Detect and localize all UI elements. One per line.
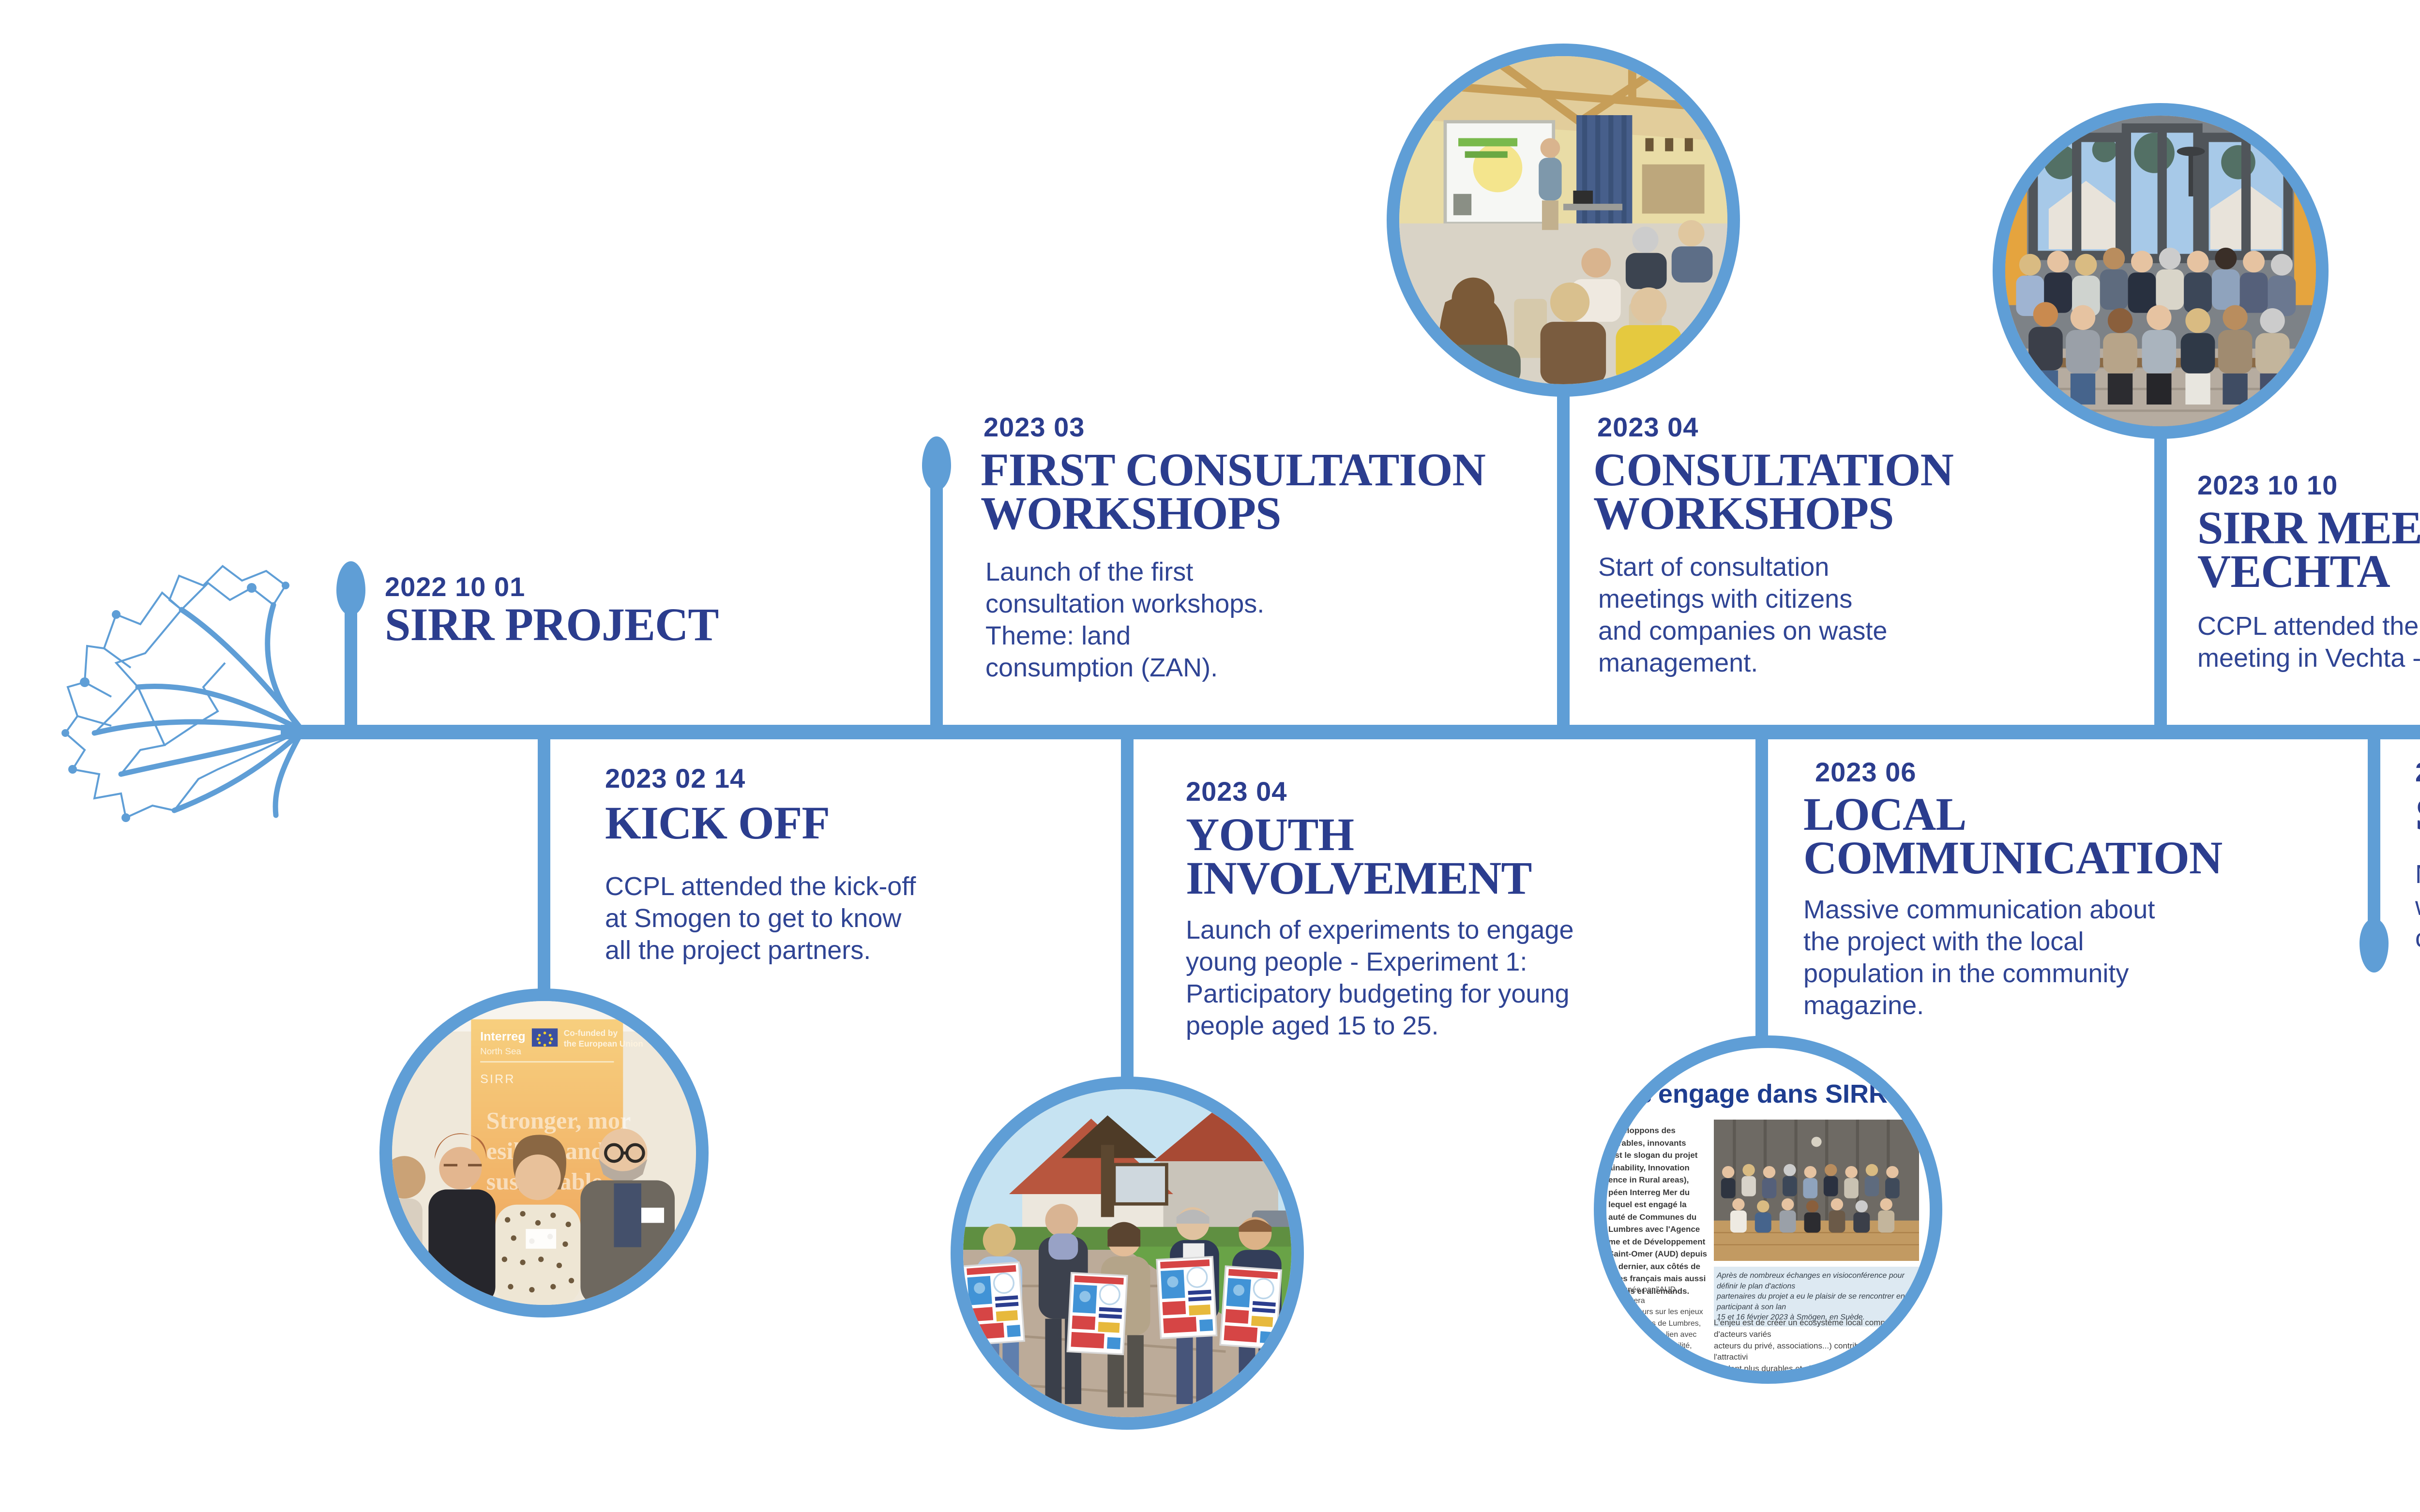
connector-line: [1121, 739, 1134, 1078]
interreg-logo: Interreg North Sea: [1765, 1374, 1813, 1384]
photo-consultation-workshops: [1387, 44, 1740, 397]
newspaper-clipping: s'engage dans SIRR développons des durab…: [1594, 1035, 1942, 1384]
timeline-pin-icon: [336, 561, 365, 615]
event-title: SIRR PROJECT: [385, 599, 719, 650]
timeline-pin-icon: [922, 436, 951, 491]
newspaper-photo-art: [1714, 1120, 1919, 1261]
event-date: 2023 06: [1815, 757, 1917, 787]
newspaper-page: s'engage dans SIRR développons des durab…: [1606, 1048, 1930, 1371]
connector-line: [1755, 739, 1768, 1037]
photo-youth-involvement: [951, 1077, 1304, 1430]
event-date: 2022 10 01: [385, 571, 526, 602]
connector-line: [538, 739, 550, 991]
svg-text:Interreg: Interreg: [480, 1030, 526, 1044]
sirr-logo: SIRR: [1718, 1379, 1752, 1384]
svg-text:North Sea: North Sea: [480, 1046, 521, 1056]
connector-line: [2154, 433, 2167, 725]
connector-line: [1557, 394, 1570, 725]
newspaper-logos: SIRR Interreg North Sea Co-: [1718, 1363, 1908, 1384]
kick-off-photo-art: Interreg North Sea Co-funded by the Euro…: [392, 1001, 696, 1305]
youth-photo-art: [963, 1089, 1291, 1417]
event-description: Launch of the first consultation worksho…: [985, 557, 1265, 682]
logo-divider: [1758, 1377, 1759, 1384]
event-title: FIRST CONSULTATION WORKSHOPS: [981, 444, 1486, 539]
timeline-axis: [281, 725, 2420, 739]
event-title: LOCAL COMMUNICATION: [1803, 788, 2223, 884]
event-date: 2023 10 10: [2197, 470, 2338, 500]
event-title: SIRR WORKING GROUP: [2415, 791, 2420, 837]
event-description: Massive communication about the project …: [1803, 895, 2155, 1020]
event-description: CCPL attended the partnership meeting in…: [2197, 612, 2420, 673]
event-description: Launch of experiments to engage young pe…: [1186, 915, 1574, 1040]
event-title: CONSULTATION WORKSHOPS: [1593, 444, 1954, 539]
eu-cofunded-label: Co-funded by the European Union: [1880, 1363, 1900, 1384]
consultation-photo-art: [1399, 56, 1727, 384]
network-tree-decoration: [61, 565, 305, 822]
photo-kick-off: Interreg North Sea Co-funded by the Euro…: [379, 988, 709, 1317]
event-date: 2023 12 05: [2415, 757, 2420, 787]
newspaper-caption: Après de nombreux échanges en visioconfé…: [1714, 1267, 1928, 1327]
photo-vechta-meeting: [1993, 103, 2329, 439]
timeline-pin-icon: [2360, 918, 2389, 973]
svg-text:Stronger, mor: Stronger, mor: [486, 1107, 631, 1134]
event-title: YOUTH INVOLVEMENT: [1186, 808, 1532, 904]
newspaper-paragraph: L'enjeu est de créer un écosystème local…: [1714, 1318, 1922, 1384]
svg-text:Co-funded by: Co-funded by: [564, 1028, 618, 1038]
newspaper-column: mpagnée par l'AUD, concertera rents acte…: [1608, 1286, 1703, 1384]
newspaper-column: développons des durables, innovants 'est…: [1608, 1126, 1708, 1296]
vechta-photo-art: [2005, 116, 2316, 426]
svg-text:the European Union: the European Union: [564, 1039, 643, 1048]
event-date: 2023 04: [1186, 776, 1287, 807]
connector-line: [345, 607, 357, 725]
newspaper-headline: s'engage dans SIRR: [1637, 1079, 1888, 1108]
event-date: 2023 02 14: [605, 763, 746, 793]
eu-flag-icon: [1819, 1368, 1874, 1371]
event-description: CCPL attended the kick-off at Smogen to …: [605, 872, 916, 965]
connector-line: [930, 484, 943, 725]
connector-line: [2368, 739, 2380, 928]
event-description: Start of consultation meetings with citi…: [1598, 553, 1888, 677]
newspaper-photo: [1714, 1120, 1919, 1261]
event-title: SIRR MEETING IN VECHTA: [2197, 502, 2420, 598]
svg-text:SIRR: SIRR: [480, 1073, 515, 1086]
event-description: Meeting of the SIRR working group on lan…: [2415, 859, 2420, 955]
event-date: 2023 04: [1597, 412, 1699, 442]
event-date: 2023 03: [983, 412, 1085, 442]
event-title: KICK OFF: [605, 797, 830, 849]
